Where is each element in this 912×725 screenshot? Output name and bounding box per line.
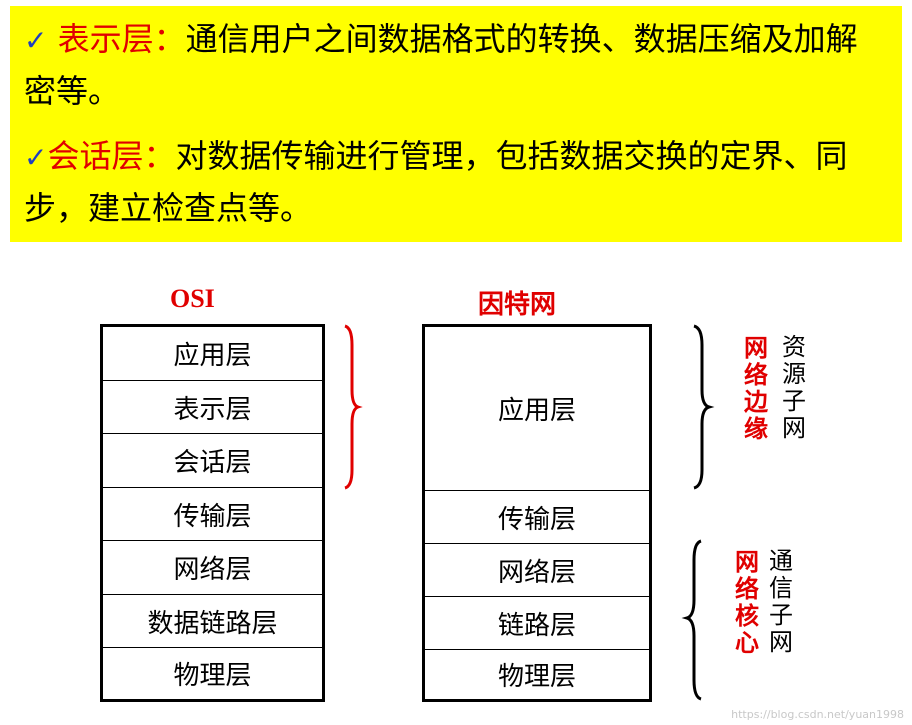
osi-layer: 网络层 xyxy=(103,541,322,595)
note-text: 通信用户之间数据格式的转换、数据压缩及加解密等。 xyxy=(24,20,858,110)
edge-label: 网络边缘 xyxy=(744,333,768,443)
internet-layer: 传输层 xyxy=(425,491,649,544)
check-icon: ✓ xyxy=(24,24,48,57)
internet-layer: 应用层 xyxy=(425,327,649,491)
core-sub-label: 通信子网 xyxy=(769,547,793,656)
internet-layer: 物理层 xyxy=(497,662,576,692)
edge-brace xyxy=(693,324,715,490)
note-term: 表示层： xyxy=(47,20,186,58)
note-text: 对数据传输进行管理，包括数据交换的定界、同步，建立检查点等。 xyxy=(24,137,848,227)
internet-layer: 网络层 xyxy=(425,544,649,597)
osi-stack: 应用层 表示层 会话层 传输层 网络层 数据链路层 物理层 xyxy=(100,324,325,702)
osi-layer: 数据链路层 xyxy=(103,595,322,648)
osi-layer: 物理层 xyxy=(173,661,252,691)
osi-upper-brace xyxy=(344,324,363,490)
note-term: 会话层： xyxy=(47,137,176,175)
edge-sub-label: 资源子网 xyxy=(782,333,806,442)
osi-layer: 传输层 xyxy=(103,488,322,541)
notes-box: ✓ 表示层：通信用户之间数据格式的转换、数据压缩及加解密等。 ✓会话层：对数据传… xyxy=(10,6,902,242)
note-session: ✓会话层：对数据传输进行管理，包括数据交换的定界、同步，建立检查点等。 xyxy=(24,131,888,234)
osi-layer: 应用层 xyxy=(103,327,322,381)
internet-layer: 链路层 xyxy=(425,597,649,650)
core-brace xyxy=(681,539,702,701)
core-label: 网络核心 xyxy=(735,547,759,657)
watermark: https://blog.csdn.net/yuan1998 xyxy=(731,708,904,721)
osi-layer: 会话层 xyxy=(103,434,322,488)
osi-layer: 表示层 xyxy=(103,381,322,434)
note-presentation: ✓ 表示层：通信用户之间数据格式的转换、数据压缩及加解密等。 xyxy=(24,14,888,117)
internet-stack: 应用层 传输层 网络层 链路层 物理层 xyxy=(422,324,652,702)
check-icon: ✓ xyxy=(24,141,48,174)
osi-title: OSI xyxy=(170,284,215,313)
internet-title: 因特网 xyxy=(478,290,557,320)
